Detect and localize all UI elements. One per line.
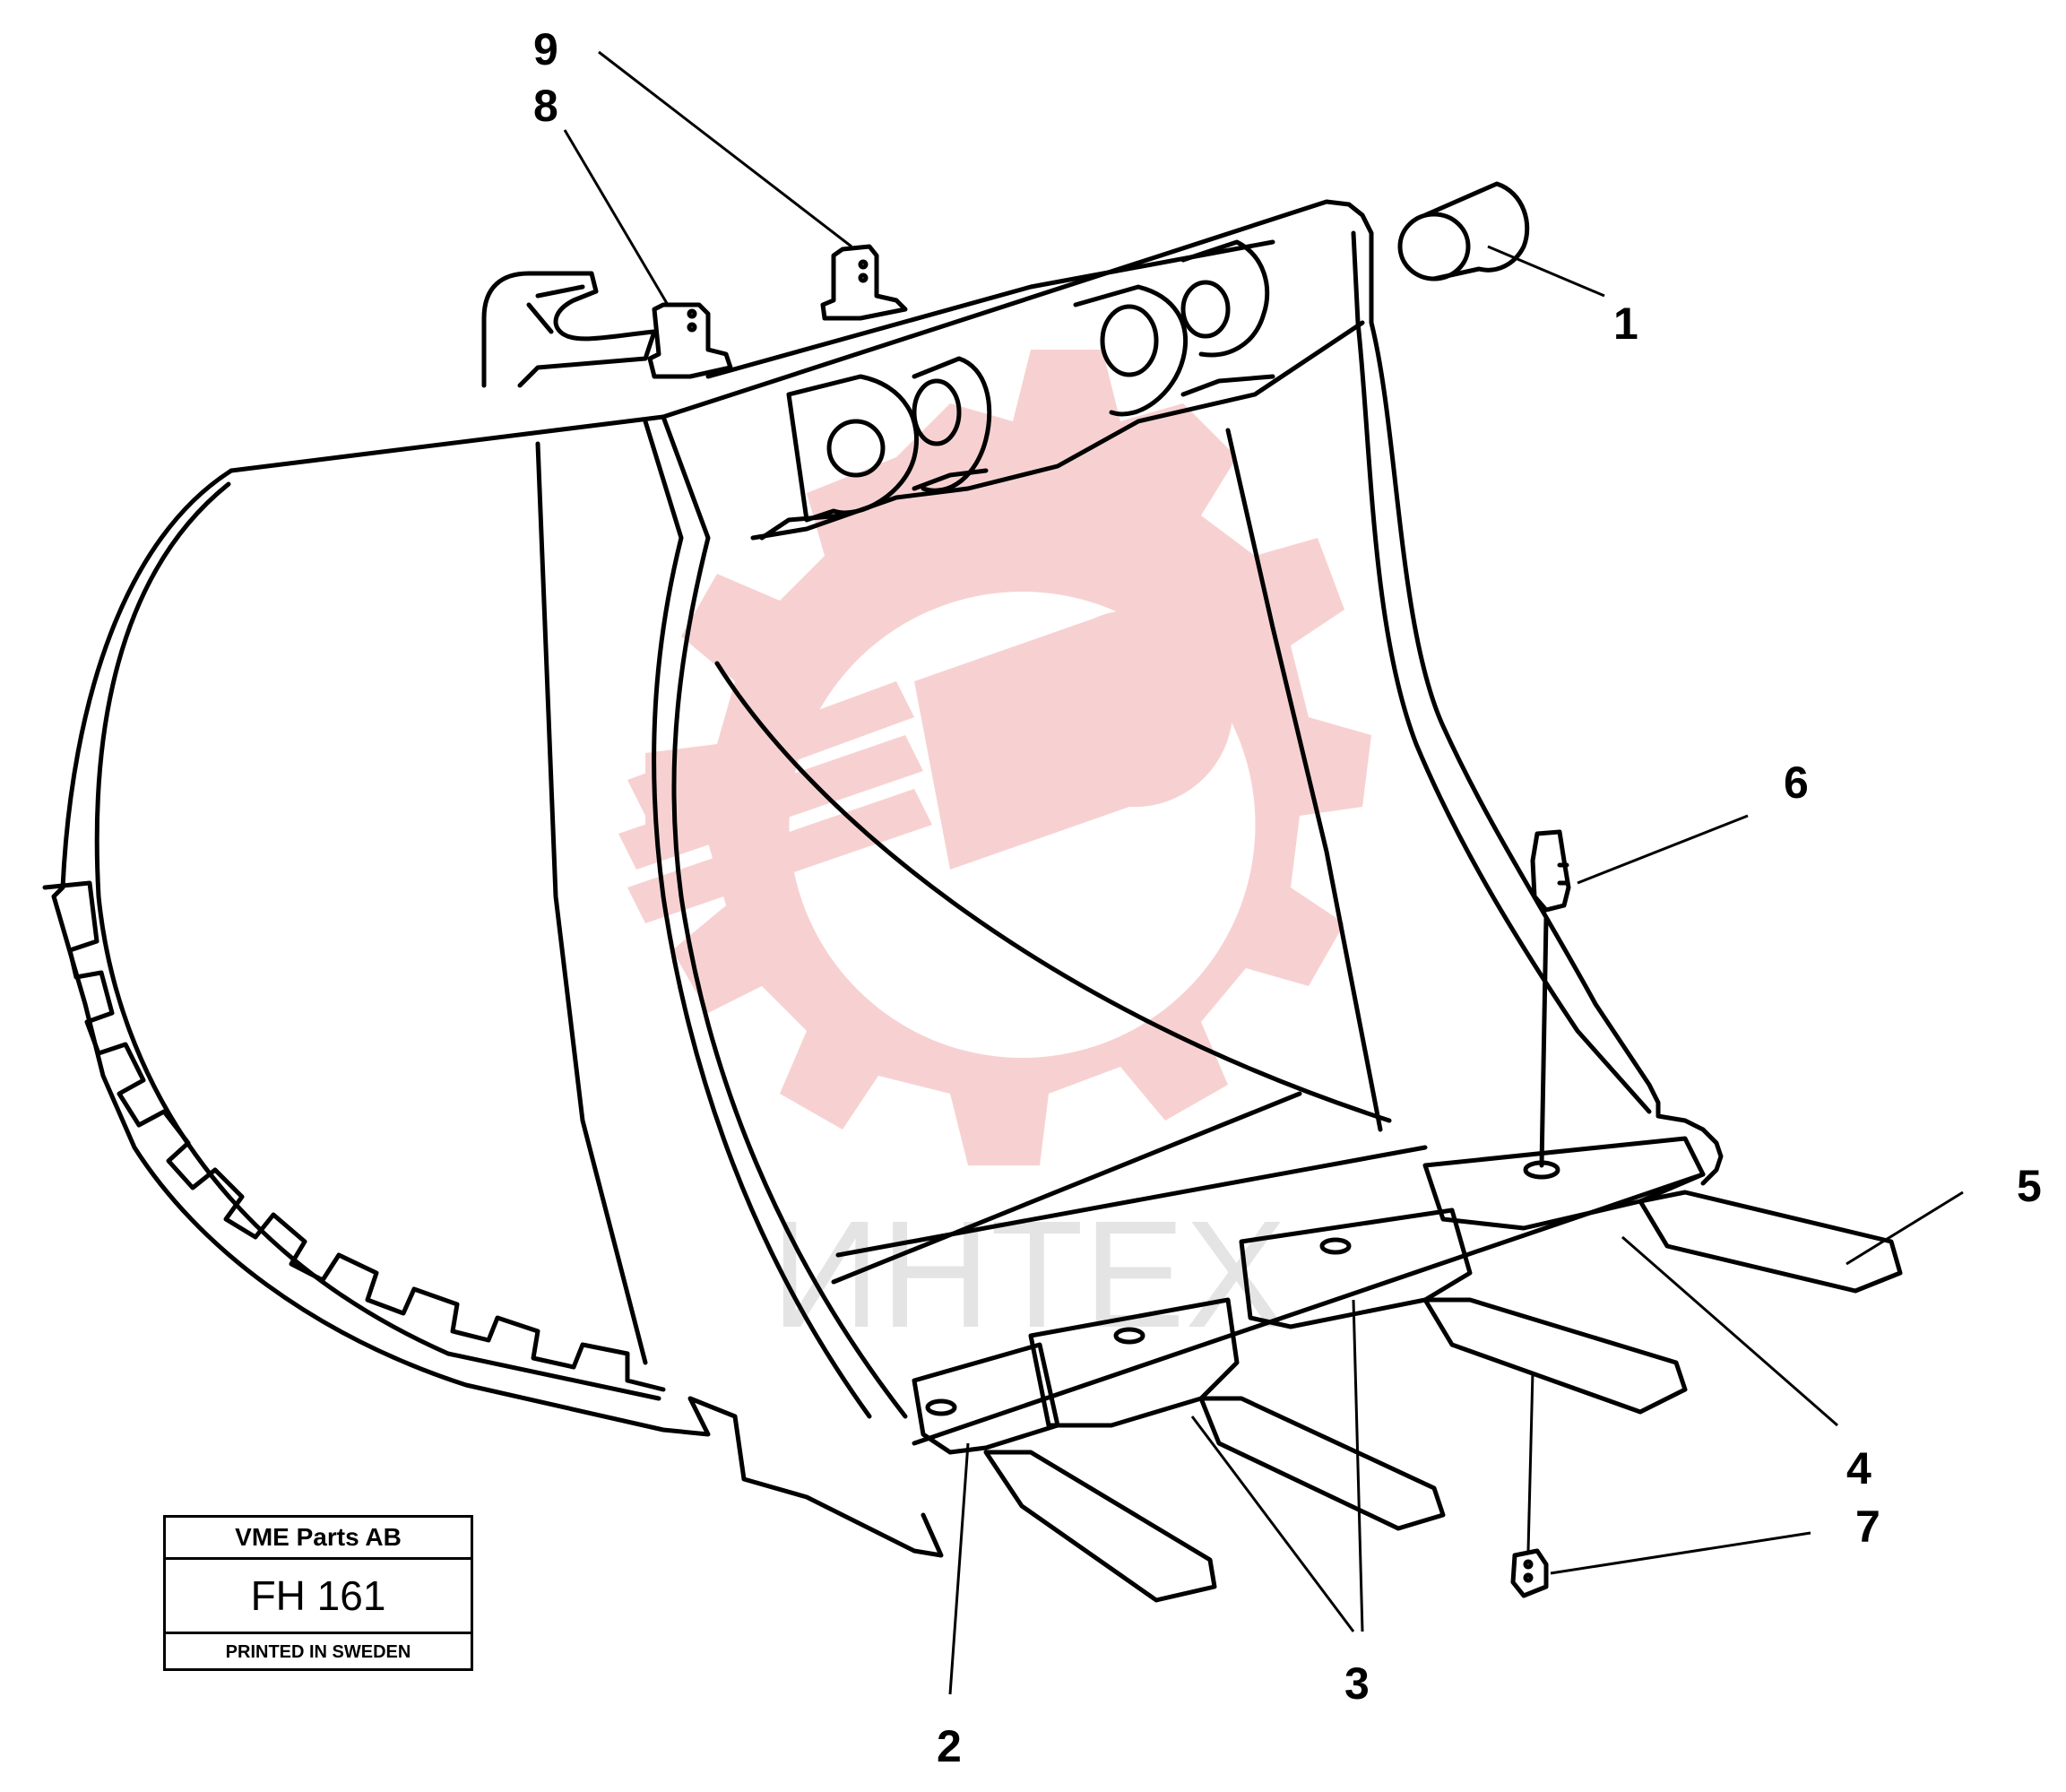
tooth-2 [1198,1396,1446,1531]
locking-block-9 [820,244,908,321]
leader-3a [1190,1415,1355,1632]
bucket-shell-outline [51,468,944,1558]
leader-4 [1621,1235,1838,1427]
lug-plate-right [1180,239,1270,358]
locking-block-8 [647,302,733,379]
leader-5 [1846,1190,1964,1266]
gear-icon [645,350,1371,1165]
bucket-wear-strip [42,880,666,1392]
adapter-tooth-2 [1028,1297,1446,1531]
bucket-shell-inner-curve [94,481,661,1401]
leader-7 [1550,1531,1811,1575]
bucket-floor-line-1 [714,661,1392,1123]
title-block-code: FH 161 [166,1560,471,1634]
leader-6 [1577,814,1749,885]
lug-plate-mid-right [1073,284,1189,417]
tooth-1 [983,1450,1217,1603]
leader-1 [1487,245,1605,298]
lifting-hook-inner [526,284,585,334]
leader-3b [1352,1299,1364,1632]
bucket-top-rim [229,199,1724,1186]
callout-5: 5 [2017,1161,2042,1211]
lug-bore-left-1 [826,419,886,478]
bucket-drawing [42,181,1903,1603]
adapter-tooth-3 [1239,1208,1688,1415]
adapter-tooth-1 [912,1342,1217,1603]
callout-6: 6 [1784,757,1809,808]
adapter-tooth-4 [1422,1136,1903,1294]
bucket-back-rib [535,441,648,1365]
callout-1: 1 [1613,299,1638,349]
leader-2 [948,1442,970,1695]
callout-2: 2 [937,1721,962,1771]
bucket-side-plate-back-edge [643,419,872,1419]
callout-9: 9 [533,24,558,74]
watermark-logo: ИНТЕХ [618,350,1371,1360]
bucket-inner-rim [1351,230,1652,1114]
leader-7-pin [1526,1371,1534,1552]
lug-bore-left-2 [912,378,962,446]
bucket-floor-line-2 [831,1091,1302,1285]
tooth-3 [1422,1297,1688,1415]
callout-3: 3 [1344,1658,1370,1709]
title-block: VME Parts AB FH 161 PRINTED IN SWEDEN [163,1515,473,1671]
lock-7 [1510,1548,1549,1598]
title-block-company: VME Parts AB [166,1518,471,1560]
bucket-floor-line-3 [835,1145,1428,1258]
title-block-printed: PRINTED IN SWEDEN [225,1642,411,1662]
lug-plate-mid-left [912,356,992,493]
pin-1 [1397,181,1530,281]
leader-9 [598,50,852,248]
wrench-icon [618,610,1233,923]
lug-bore-right-2 [1180,280,1231,339]
bucket-side-plate-front-edge [661,414,908,1419]
callout-7: 7 [1855,1502,1880,1552]
lifting-hook [481,271,657,388]
top-beam [705,239,1365,541]
callout-4: 4 [1846,1443,1872,1493]
bucket-back-rib-right [1225,428,1383,1132]
callout-numbers: 1 2 3 4 5 6 7 8 9 [533,24,2042,1771]
leader-8 [563,129,670,306]
callout-8: 8 [533,81,558,131]
top-beam-flange [759,374,1275,541]
retainer-6 [1530,829,1571,1168]
leader-lines [563,50,1964,1695]
tooth-4 [1638,1190,1903,1294]
lug-bore-right-1 [1100,304,1159,377]
